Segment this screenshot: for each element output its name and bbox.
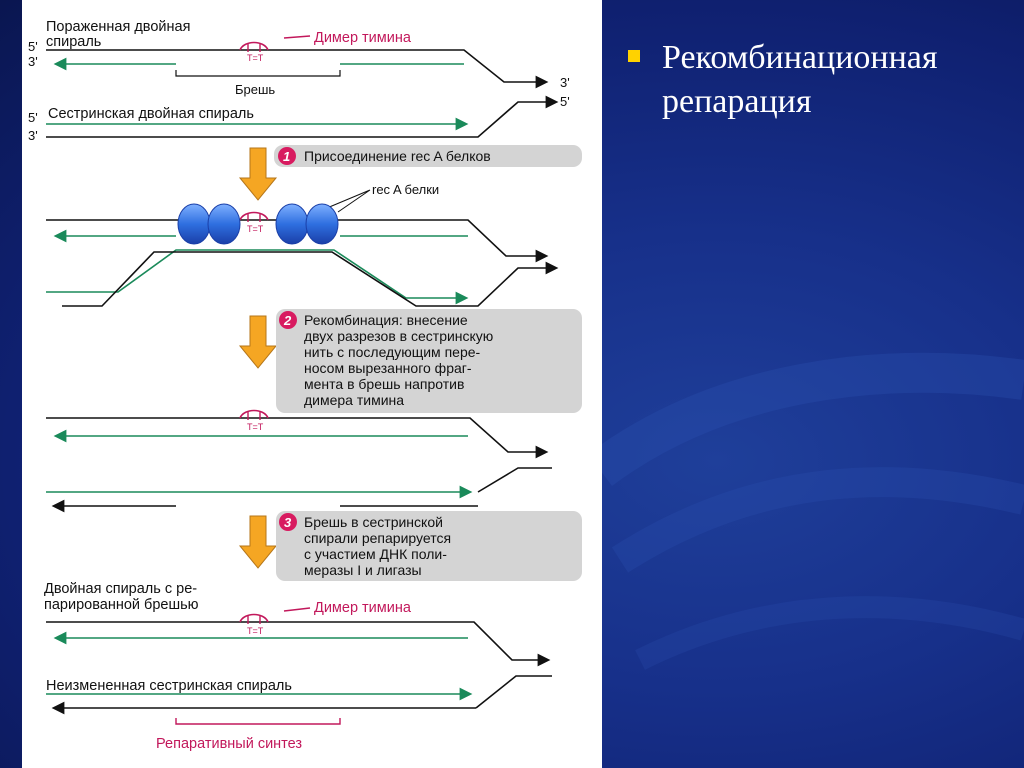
step2-line: нить с последующим пере- [304,344,481,360]
step3-line: меразы I и лигазы [304,562,422,578]
sister-bottom-strand [46,95,559,138]
strand-label-5-top: 5' [28,39,38,54]
strand-label-3-top: 3' [28,54,38,69]
step1-box [274,145,582,167]
strand-label-3-sister: 3' [28,128,38,143]
label-unchanged-sister: Неизмененная сестринская спираль [46,678,292,694]
strand-label-5-right: 5' [560,94,570,109]
strand-label-5-sister: 5' [28,110,38,125]
step1-number: 1 [283,149,290,164]
step1-text: Присоединение rec A белков [304,148,491,164]
reca-protein [207,203,241,245]
diagram-panel: Пораженная двойная спираль Димер тимина … [22,0,602,768]
step3-number: 3 [284,515,292,530]
step2-line: димера тимина [304,392,404,408]
step3-box [276,511,582,581]
label-thymine-dimer-2: Димер тимина [314,600,412,616]
slide-title: Рекомбинационная репарация [662,36,1012,124]
step2-line: Рекомбинация: внесение [304,312,468,328]
step2-line: мента в брешь напротив [304,376,464,392]
slide-title-line2: репарация [662,83,812,120]
step2-number: 2 [283,313,292,328]
step2-line: носом вырезанного фраг- [304,360,472,376]
step2-arrow [238,315,278,369]
step1-arrow [238,147,278,201]
damaged-top-strand [46,49,549,89]
reca-protein [275,203,309,245]
reca-protein [177,203,211,245]
label-damaged-helix: Пораженная двойная [46,19,190,35]
tt-dimer-2: T=T [247,224,264,234]
tt-dimer-3: T=T [247,422,264,432]
label-repaired-helix: Двойная спираль с ре- [44,581,197,597]
label-sister-helix: Сестринская двойная спираль [48,106,254,122]
label-repair-synthesis: Репаративный синтез [156,736,302,752]
step3-arrow [238,515,278,569]
slide-title-line1: Рекомбинационная [662,39,938,76]
tt-dimer-1: T=T [247,53,264,63]
bullet-square [628,50,640,62]
tt-dimer-4: T=T [247,626,264,636]
step2-box [276,309,582,413]
step3-line: спирали репарируется [304,530,451,546]
recombination-repair-diagram: Пораженная двойная спираль Димер тимина … [28,19,582,752]
step3-line: Брешь в сестринской [304,514,443,530]
step3-line: с участием ДНК поли- [304,546,447,562]
label-damaged-helix-2: спираль [46,34,101,50]
step2-line: двух разрезов в сестринскую [304,328,493,344]
label-reca-proteins: rec A белки [372,182,439,197]
label-gap: Брешь [235,82,275,97]
label-thymine-dimer: Димер тимина [314,30,412,46]
reca-protein [305,203,339,245]
strand-label-3-right: 3' [560,75,570,90]
label-repaired-helix-2: парированной брешью [44,597,199,613]
